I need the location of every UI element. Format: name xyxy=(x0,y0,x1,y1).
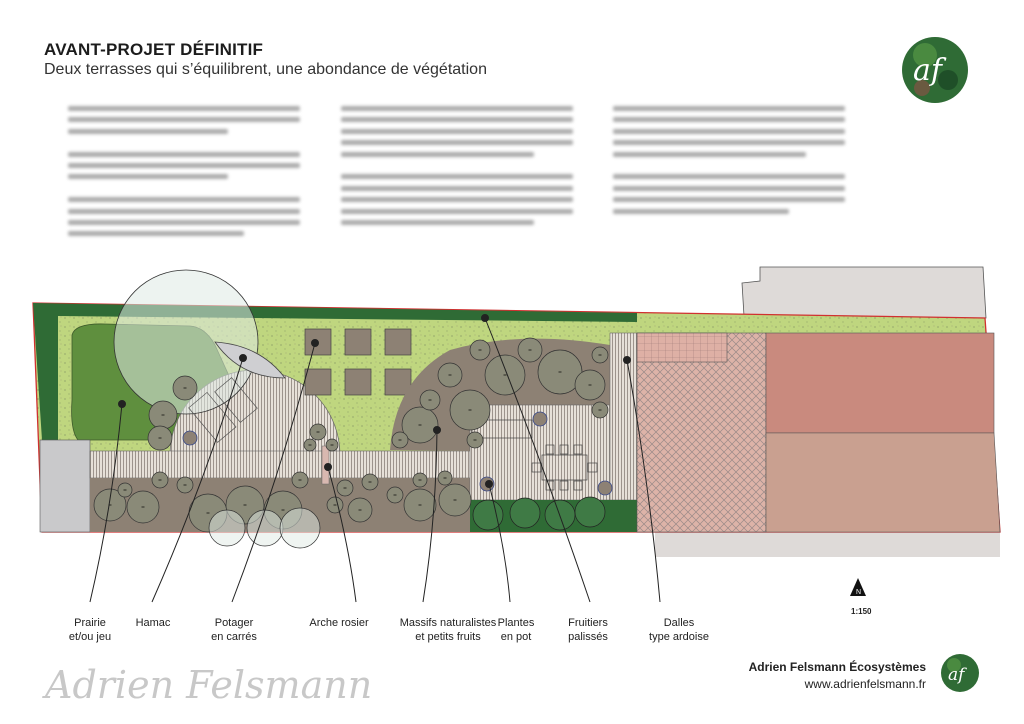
leader-dot xyxy=(433,426,441,434)
north-arrow-icon: N xyxy=(850,578,866,596)
plant-pot xyxy=(532,411,548,427)
svg-text:N: N xyxy=(856,589,861,596)
svg-text:af: af xyxy=(913,53,947,88)
svg-text:af: af xyxy=(948,665,967,685)
leader-line xyxy=(231,342,316,603)
label-hamac: Hamac xyxy=(135,617,171,629)
tree-canopy xyxy=(279,507,321,549)
potager-square xyxy=(344,368,372,396)
company-block: Adrien Felsmann Écosystèmes www.adrienfel… xyxy=(749,659,926,693)
leader-lines xyxy=(89,314,661,603)
leader-line xyxy=(151,357,244,603)
leader-dot xyxy=(481,314,489,322)
potager-square xyxy=(304,368,332,396)
leader-dot xyxy=(324,463,332,471)
neighbour-building xyxy=(741,266,987,319)
page-title: AVANT-PROJET DÉFINITIF xyxy=(44,40,264,59)
leader-dot xyxy=(118,400,126,408)
tree-canopy xyxy=(246,509,284,547)
potager-square xyxy=(384,328,412,356)
page-subtitle: Deux terrasses qui s’équilibrent, une ab… xyxy=(44,61,487,78)
tree-canopy xyxy=(113,269,259,415)
side-deck xyxy=(609,332,638,501)
hammock xyxy=(214,341,286,379)
leader-dot xyxy=(485,480,493,488)
potager-square xyxy=(344,328,372,356)
signature: Adrien Felsmann xyxy=(42,663,372,707)
leader-dot xyxy=(623,356,631,364)
leader-line xyxy=(422,429,438,603)
dining-table xyxy=(471,419,598,491)
blurred-text-column-1 xyxy=(68,106,300,243)
entrance-slab xyxy=(39,439,91,533)
street-strip xyxy=(655,532,1000,557)
house-roof-1 xyxy=(765,332,995,434)
leader-line xyxy=(89,403,123,603)
espalier-fruit-tree xyxy=(574,496,606,528)
slate-grid xyxy=(636,332,728,363)
tree-canopy xyxy=(208,509,246,547)
espalier-fruit-tree xyxy=(472,499,504,531)
house-roof-2 xyxy=(765,432,1001,533)
leader-line xyxy=(327,466,357,603)
blurred-text-column-3 xyxy=(613,106,845,220)
slate-paving xyxy=(636,332,767,533)
website-link[interactable]: www.adrienfelsmann.fr xyxy=(804,677,926,691)
plant-pot xyxy=(182,430,198,446)
leader-line xyxy=(626,359,661,603)
potager-squares xyxy=(304,328,412,396)
logo-small: af xyxy=(941,654,979,692)
company-name: Adrien Felsmann Écosystèmes xyxy=(748,660,926,674)
logo-large: af xyxy=(902,37,968,103)
scale-label: 1:150 xyxy=(851,607,872,616)
plant-pot xyxy=(597,480,613,496)
hedge-top xyxy=(33,303,637,440)
espalier-fruit-tree xyxy=(509,497,541,529)
leader-dot xyxy=(239,354,247,362)
leader-line xyxy=(484,317,591,603)
label-arche-rosier: Arche rosier xyxy=(309,617,369,629)
leader-dot xyxy=(311,339,319,347)
blurred-text-column-2 xyxy=(341,106,573,231)
leader-line xyxy=(488,483,511,603)
potager-square xyxy=(384,368,412,396)
